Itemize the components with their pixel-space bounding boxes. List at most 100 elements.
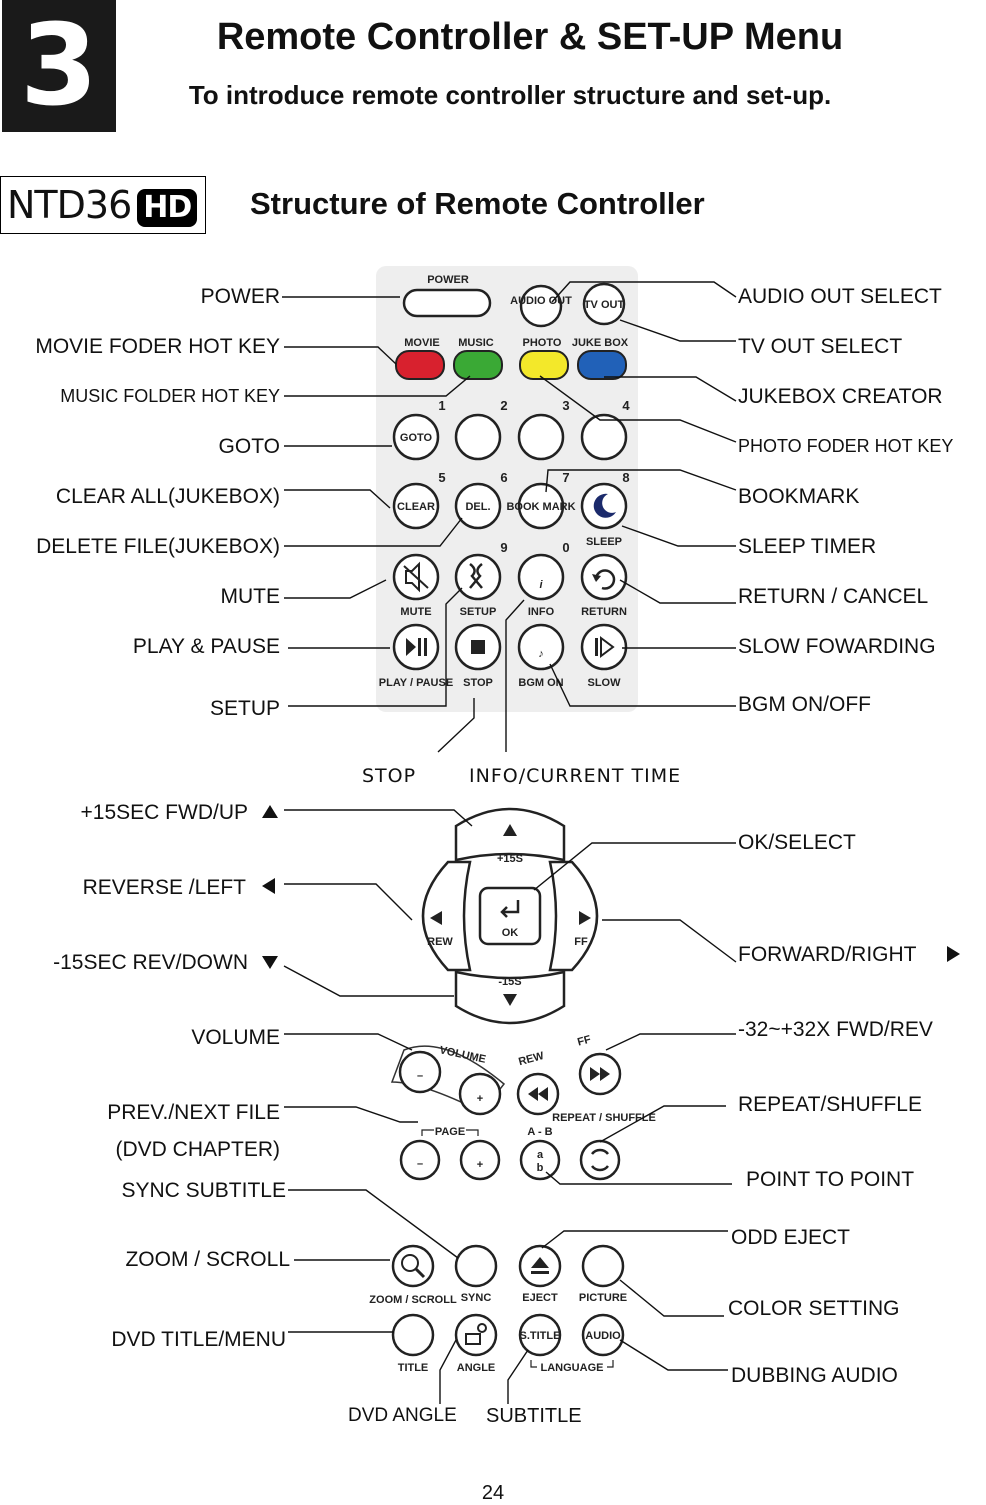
clear-button[interactable] xyxy=(392,482,440,530)
zoom-button[interactable] xyxy=(391,1244,435,1288)
s-title-button[interactable] xyxy=(518,1313,562,1357)
info-button[interactable] xyxy=(517,553,565,601)
del-key-label: DEL. xyxy=(465,501,490,513)
movie-key-label: MOVIE xyxy=(404,337,439,349)
slow-icon xyxy=(595,638,598,656)
picture-button[interactable] xyxy=(581,1244,625,1288)
label-zoom-scroll: ZOOM / SCROLL xyxy=(125,1248,290,1271)
jukebox-blue-button[interactable] xyxy=(577,350,627,380)
label-delete-file: DELETE FILE(JUKEBOX) xyxy=(36,535,280,558)
goto-button[interactable] xyxy=(392,413,440,461)
sleep-button[interactable] xyxy=(580,482,628,530)
rewind-icon xyxy=(528,1087,548,1101)
picture-key-label: PICTURE xyxy=(579,1292,627,1304)
info-key-label: INFO xyxy=(528,606,555,618)
volume-key-label: VOLUME xyxy=(438,1044,487,1066)
digit-2: 2 xyxy=(500,398,507,413)
angle-key-label: ANGLE xyxy=(457,1362,496,1374)
clear-key-label: CLEAR xyxy=(397,501,435,513)
audio-out-button[interactable] xyxy=(519,284,563,328)
bgm-button[interactable] xyxy=(517,623,565,671)
zoom-scroll-key-label: ZOOM / SCROLL xyxy=(369,1294,457,1306)
page-number: 24 xyxy=(481,1482,505,1504)
up-triangle-icon xyxy=(262,805,278,818)
page-next-button[interactable] xyxy=(459,1139,501,1181)
return-key-label: RETURN xyxy=(581,606,627,618)
eject-icon xyxy=(531,1257,549,1268)
fast-forward-icon xyxy=(590,1067,610,1081)
repeat-icon xyxy=(591,1148,609,1172)
wrench-icon xyxy=(469,563,483,589)
tv-out-button[interactable] xyxy=(582,282,626,326)
minus15-key-label: -15S xyxy=(498,976,521,988)
label-tv-out: TV OUT SELECT xyxy=(738,335,903,358)
label-return-cancel: RETURN / CANCEL xyxy=(738,585,929,608)
hd-badge: HD xyxy=(137,188,198,227)
label-rev-down: -15SEC REV/DOWN xyxy=(53,951,248,974)
tv-out-key-label: TV OUT xyxy=(584,299,625,311)
label-color-setting: COLOR SETTING xyxy=(728,1297,900,1320)
sleep-key-label: SLEEP xyxy=(586,536,622,548)
digit-6: 6 xyxy=(500,470,507,485)
goto-key-label: GOTO xyxy=(400,432,433,444)
bgm-key-label: BGM ON xyxy=(518,677,563,689)
page-prev-button[interactable] xyxy=(399,1139,441,1181)
audio-button[interactable] xyxy=(581,1313,625,1357)
right-button[interactable] xyxy=(548,860,599,972)
label-ok-select: OK/SELECT xyxy=(738,831,856,854)
title-button[interactable] xyxy=(391,1313,435,1357)
digit-1: 1 xyxy=(438,398,445,413)
ab-b-icon: b xyxy=(537,1162,544,1174)
return-button[interactable] xyxy=(580,553,628,601)
ok-button[interactable] xyxy=(478,886,542,946)
sync-button[interactable] xyxy=(454,1244,498,1288)
a-b-button[interactable] xyxy=(519,1139,561,1181)
section-title: Structure of Remote Controller xyxy=(250,186,705,221)
magnifier-icon xyxy=(401,1254,419,1272)
bookmark-key-label: BOOK MARK xyxy=(506,501,575,513)
page-subtitle: To introduce remote controller structure… xyxy=(188,80,832,110)
ff-speed-key-label: FF xyxy=(576,1033,592,1048)
slow-key-label: SLOW xyxy=(588,677,622,689)
movie-red-button[interactable] xyxy=(395,350,445,380)
label-slow-fwd: SLOW FOWARDING xyxy=(738,635,936,658)
slow-button[interactable] xyxy=(580,623,628,671)
label-point-to-point: POINT TO POINT xyxy=(746,1168,915,1191)
label-stop: STOP xyxy=(362,765,417,787)
down-arrow-icon xyxy=(503,994,517,1006)
label-movie-hotkey: MOVIE FODER HOT KEY xyxy=(35,335,280,358)
volume-up-button[interactable] xyxy=(458,1072,502,1116)
right-arrow-icon xyxy=(579,911,591,925)
camera-icon xyxy=(465,1333,481,1345)
page-minus-icon: – xyxy=(417,1158,423,1170)
ff-key-label: FF xyxy=(574,936,588,948)
left-button[interactable] xyxy=(421,860,472,972)
return-arrow-icon xyxy=(594,569,616,590)
label-mute: MUTE xyxy=(220,585,281,608)
digit-4-button[interactable] xyxy=(580,413,628,461)
label-bgm: BGM ON/OFF xyxy=(738,693,871,716)
music-green-button[interactable] xyxy=(453,350,503,380)
s-title-key-label: S.TITLE xyxy=(520,1330,561,1342)
power-button[interactable] xyxy=(402,288,492,318)
label-dvd-title-menu: DVD TITLE/MENU xyxy=(111,1328,286,1351)
mute-speaker-icon xyxy=(405,561,420,593)
photo-yellow-button[interactable] xyxy=(519,350,569,380)
down-triangle-icon xyxy=(262,956,278,969)
digit-2-button[interactable] xyxy=(454,413,502,461)
digit-3: 3 xyxy=(562,398,569,413)
audio-out-key-label: AUDIO OUT xyxy=(510,295,572,307)
ab-a-icon: a xyxy=(537,1149,544,1161)
rew-speed-key-label: REW xyxy=(517,1050,545,1068)
digit-3-button[interactable] xyxy=(517,413,565,461)
del-button[interactable] xyxy=(454,482,502,530)
label-forward-right: FORWARD/RIGHT xyxy=(738,943,917,966)
repeat-button[interactable] xyxy=(579,1139,621,1181)
label-repeat-shuffle: REPEAT/SHUFFLE xyxy=(738,1093,922,1116)
volume-down-button[interactable] xyxy=(398,1050,442,1094)
ok-key-label: OK xyxy=(502,927,519,939)
stop-key-label: STOP xyxy=(463,677,493,689)
bookmark-button[interactable] xyxy=(517,482,565,530)
enter-icon xyxy=(500,900,520,918)
